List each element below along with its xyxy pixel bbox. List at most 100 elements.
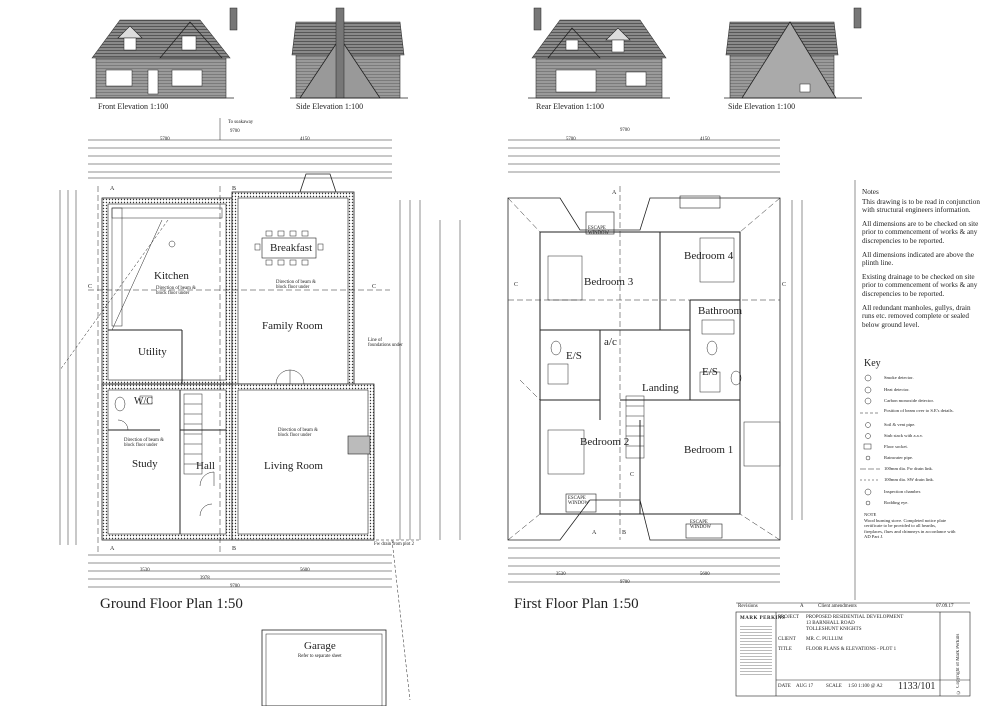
side-elevation-label-2: Side Elevation 1:100 — [728, 102, 796, 111]
key-smoke-detector: Smoke detector. — [884, 375, 914, 380]
room-utility: Utility — [138, 346, 167, 358]
ff-bottom-dim-b: 5600 — [700, 572, 710, 577]
note-5: All redundant manholes, gullys, drain ru… — [862, 303, 971, 329]
ff-top-dim-a: 5700 — [566, 137, 576, 142]
section-marker-a-bottom: A — [110, 546, 115, 552]
room-bedroom-2: Bedroom 2 — [580, 436, 630, 448]
project-address-2: TOLLESHUNT KNIGHTS — [806, 627, 862, 632]
key-rainwater-pipe: Rainwater pipe. — [884, 455, 914, 460]
room-living-room: Living Room — [264, 460, 323, 472]
side-elevation-1 — [290, 7, 408, 99]
escape-window-bed2: ESCAPE WINDOW — [568, 496, 590, 506]
gf-top-overall-dim: 9700 — [230, 129, 240, 134]
ff-section-marker-c-right: C — [782, 282, 787, 288]
room-bedroom-3: Bedroom 3 — [584, 276, 634, 288]
first-floor-plan — [507, 139, 803, 583]
rear-elevation — [528, 7, 670, 99]
copyright-note: © Copyright of Mark Perkins — [956, 633, 961, 694]
ff-top-overall-dim: 9700 — [620, 128, 630, 133]
first-floor-title: First Floor Plan 1:50 — [514, 596, 639, 612]
escape-window-bed3: ESCAPE WINDOW — [588, 226, 610, 236]
ff-top-dim-b: 4150 — [700, 137, 710, 142]
revisions-label: Revisions — [738, 604, 758, 609]
room-bedroom-4: Bedroom 4 — [684, 250, 734, 262]
family-beam-note: Direction of beam & block floor under — [276, 280, 316, 290]
study-beam-note: Direction of beam & block floor under — [124, 438, 164, 448]
room-garage: Garage — [304, 640, 336, 652]
revision-letter: A — [800, 604, 804, 609]
key-beam: Position of beam over to S.E's details. — [884, 408, 954, 413]
key-inspection-chamber: Inspection chamber. — [884, 489, 921, 494]
note-1: This drawing is to be read in conjunctio… — [862, 197, 980, 215]
client-label: CLIENT — [778, 637, 796, 642]
ground-floor-title: Ground Floor Plan 1:50 — [100, 596, 243, 612]
gf-bottom-dim-b: 5600 — [300, 568, 310, 573]
title-block-frame — [735, 602, 971, 697]
drawing-scale: 1:50 1:100 @ A2 — [848, 684, 883, 689]
gf-bottom-dim-a: 3530 — [140, 568, 150, 573]
ff-section-marker-b-bottom: B — [622, 530, 627, 536]
ff-bottom-overall-dim: 9700 — [620, 580, 630, 585]
key-note-label: NOTE — [864, 512, 877, 517]
company-name: MARK PERKINS — [740, 616, 786, 621]
notes-block: Notes This drawing is to be read in conj… — [862, 188, 980, 334]
room-ensuite-right: E/S — [702, 366, 718, 378]
drawing-date: AUG 17 — [796, 684, 814, 689]
room-ac: a/c — [604, 336, 617, 348]
project-name: PROPOSED RESIDENTIAL DEVELOPMENT — [806, 615, 904, 620]
key-fw-drain: 100mm dia. Fw drain link. — [884, 466, 933, 471]
side-elevation-2 — [724, 7, 862, 99]
room-bedroom-1: Bedroom 1 — [684, 444, 734, 456]
room-study: Study — [132, 458, 158, 470]
project-address-1: 13 BARNHALL ROAD — [806, 621, 855, 626]
section-marker-b-top: B — [232, 186, 237, 192]
project-label: PROJECT — [778, 615, 800, 620]
key-soil-vent: Soil & vent pipe. — [884, 422, 916, 427]
room-wc: W/C — [134, 396, 153, 407]
key-rodding-eye: Rodding eye. — [884, 500, 909, 505]
key-heat-detector: Heat detector. — [884, 387, 910, 392]
room-ensuite-left: E/S — [566, 350, 582, 362]
ff-bottom-dim-a: 3530 — [556, 572, 566, 577]
gf-top-dim-b: 4150 — [300, 137, 310, 142]
kitchen-beam-note: Direction of beam & block floor under — [156, 286, 196, 296]
section-marker-c-right: C — [372, 284, 377, 290]
key-stub-stack: Stub stack with a.a.v. — [884, 433, 923, 438]
front-elevation — [90, 7, 238, 99]
drawing-title: FLOOR PLANS & ELEVATIONS - PLOT 1 — [806, 647, 897, 652]
title-label: TITLE — [778, 647, 792, 652]
room-kitchen: Kitchen — [154, 270, 189, 282]
notes-panel — [854, 180, 880, 600]
room-bathroom: Bathroom — [698, 305, 742, 317]
note-3: All dimensions indicated are above the p… — [862, 250, 974, 268]
key-note-text: Wood burning stove. Completed notice pla… — [864, 518, 956, 540]
foundation-note: Line of foundations under — [368, 338, 403, 348]
gf-bottom-overall-dim: 9700 — [230, 584, 240, 589]
section-marker-a-top: A — [110, 186, 115, 192]
section-marker-b-bottom: B — [232, 546, 237, 552]
gf-bottom-dim-c: 3978 — [200, 576, 210, 581]
drawing-number: 1133/101 — [898, 681, 936, 692]
ground-floor-plan — [59, 118, 461, 706]
note-4: Existing drainage to be checked on site … — [862, 272, 978, 298]
escape-window-bed1: ESCAPE WINDOW — [690, 520, 712, 530]
room-family-room: Family Room — [262, 320, 323, 332]
section-marker-c-left: C — [88, 284, 93, 290]
rear-elevation-label: Rear Elevation 1:100 — [536, 102, 604, 111]
room-hall: Hall — [196, 460, 215, 472]
garage-note: Refer to separate sheet — [298, 654, 342, 659]
company-logo — [740, 624, 772, 676]
revision-text: Client amendments — [818, 604, 857, 609]
living-beam-note: Direction of beam & block floor under — [278, 428, 318, 438]
revision-date: 07.09.17 — [936, 604, 954, 609]
soakaway-note: To soakaway — [228, 120, 254, 125]
key-heading: Key — [864, 358, 881, 369]
ff-section-marker-a-bottom: A — [592, 530, 597, 536]
gf-top-dim-a: 5700 — [160, 137, 170, 142]
note-2: All dimensions are to be checked on site… — [862, 219, 979, 245]
key-sw-drain: 100mm dia. SW drain link. — [884, 477, 934, 482]
room-landing: Landing — [642, 382, 679, 394]
ff-section-marker-c-mid: C — [630, 472, 635, 478]
notes-heading: Notes — [862, 188, 879, 196]
client-name: MR. C. PULLUM — [806, 637, 843, 642]
